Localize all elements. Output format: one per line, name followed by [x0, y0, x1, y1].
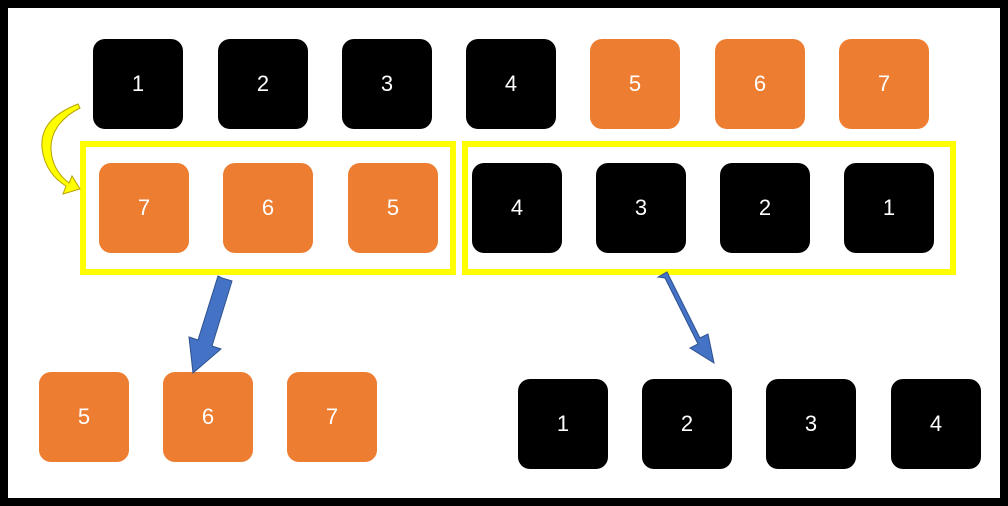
item-label: 1	[882, 195, 896, 220]
item-label: 6	[201, 404, 215, 429]
left-down-arrow-icon	[188, 275, 233, 374]
item-label: 5	[628, 71, 642, 96]
item-label: 7	[325, 404, 339, 429]
item-box: 2	[642, 379, 732, 469]
item-label: 5	[77, 404, 91, 429]
item-box: 4	[891, 379, 981, 469]
item-box: 4	[472, 163, 562, 253]
item-label: 4	[510, 195, 524, 220]
highlight-frame-left	[80, 141, 456, 275]
item-label: 7	[877, 71, 891, 96]
item-box: 5	[590, 39, 680, 129]
item-box: 4	[466, 39, 556, 129]
item-box: 5	[348, 163, 438, 253]
item-label: 6	[753, 71, 767, 96]
item-label: 1	[556, 411, 570, 436]
item-label: 3	[634, 195, 648, 220]
item-box: 7	[99, 163, 189, 253]
item-box: 1	[518, 379, 608, 469]
item-label: 4	[504, 71, 518, 96]
item-box: 5	[39, 372, 129, 462]
item-label: 6	[261, 195, 275, 220]
curved-arrow-icon	[41, 103, 81, 195]
item-box: 3	[596, 163, 686, 253]
item-label: 5	[386, 195, 400, 220]
connectors-layer	[41, 103, 715, 374]
item-label: 1	[131, 71, 145, 96]
right-down-arrow-icon	[656, 271, 715, 365]
item-label: 3	[380, 71, 394, 96]
item-box: 6	[163, 372, 253, 462]
item-box: 1	[844, 163, 934, 253]
item-label: 3	[804, 411, 818, 436]
item-label: 2	[680, 411, 694, 436]
item-box: 7	[839, 39, 929, 129]
item-label: 2	[256, 71, 270, 96]
item-box: 1	[93, 39, 183, 129]
highlight-frame-right	[462, 141, 956, 275]
item-label: 7	[137, 195, 151, 220]
item-box: 6	[223, 163, 313, 253]
item-box: 6	[715, 39, 805, 129]
item-box: 3	[342, 39, 432, 129]
item-box: 2	[218, 39, 308, 129]
item-box: 7	[287, 372, 377, 462]
item-box: 3	[766, 379, 856, 469]
item-label: 4	[929, 411, 943, 436]
item-label: 2	[758, 195, 772, 220]
item-box: 2	[720, 163, 810, 253]
